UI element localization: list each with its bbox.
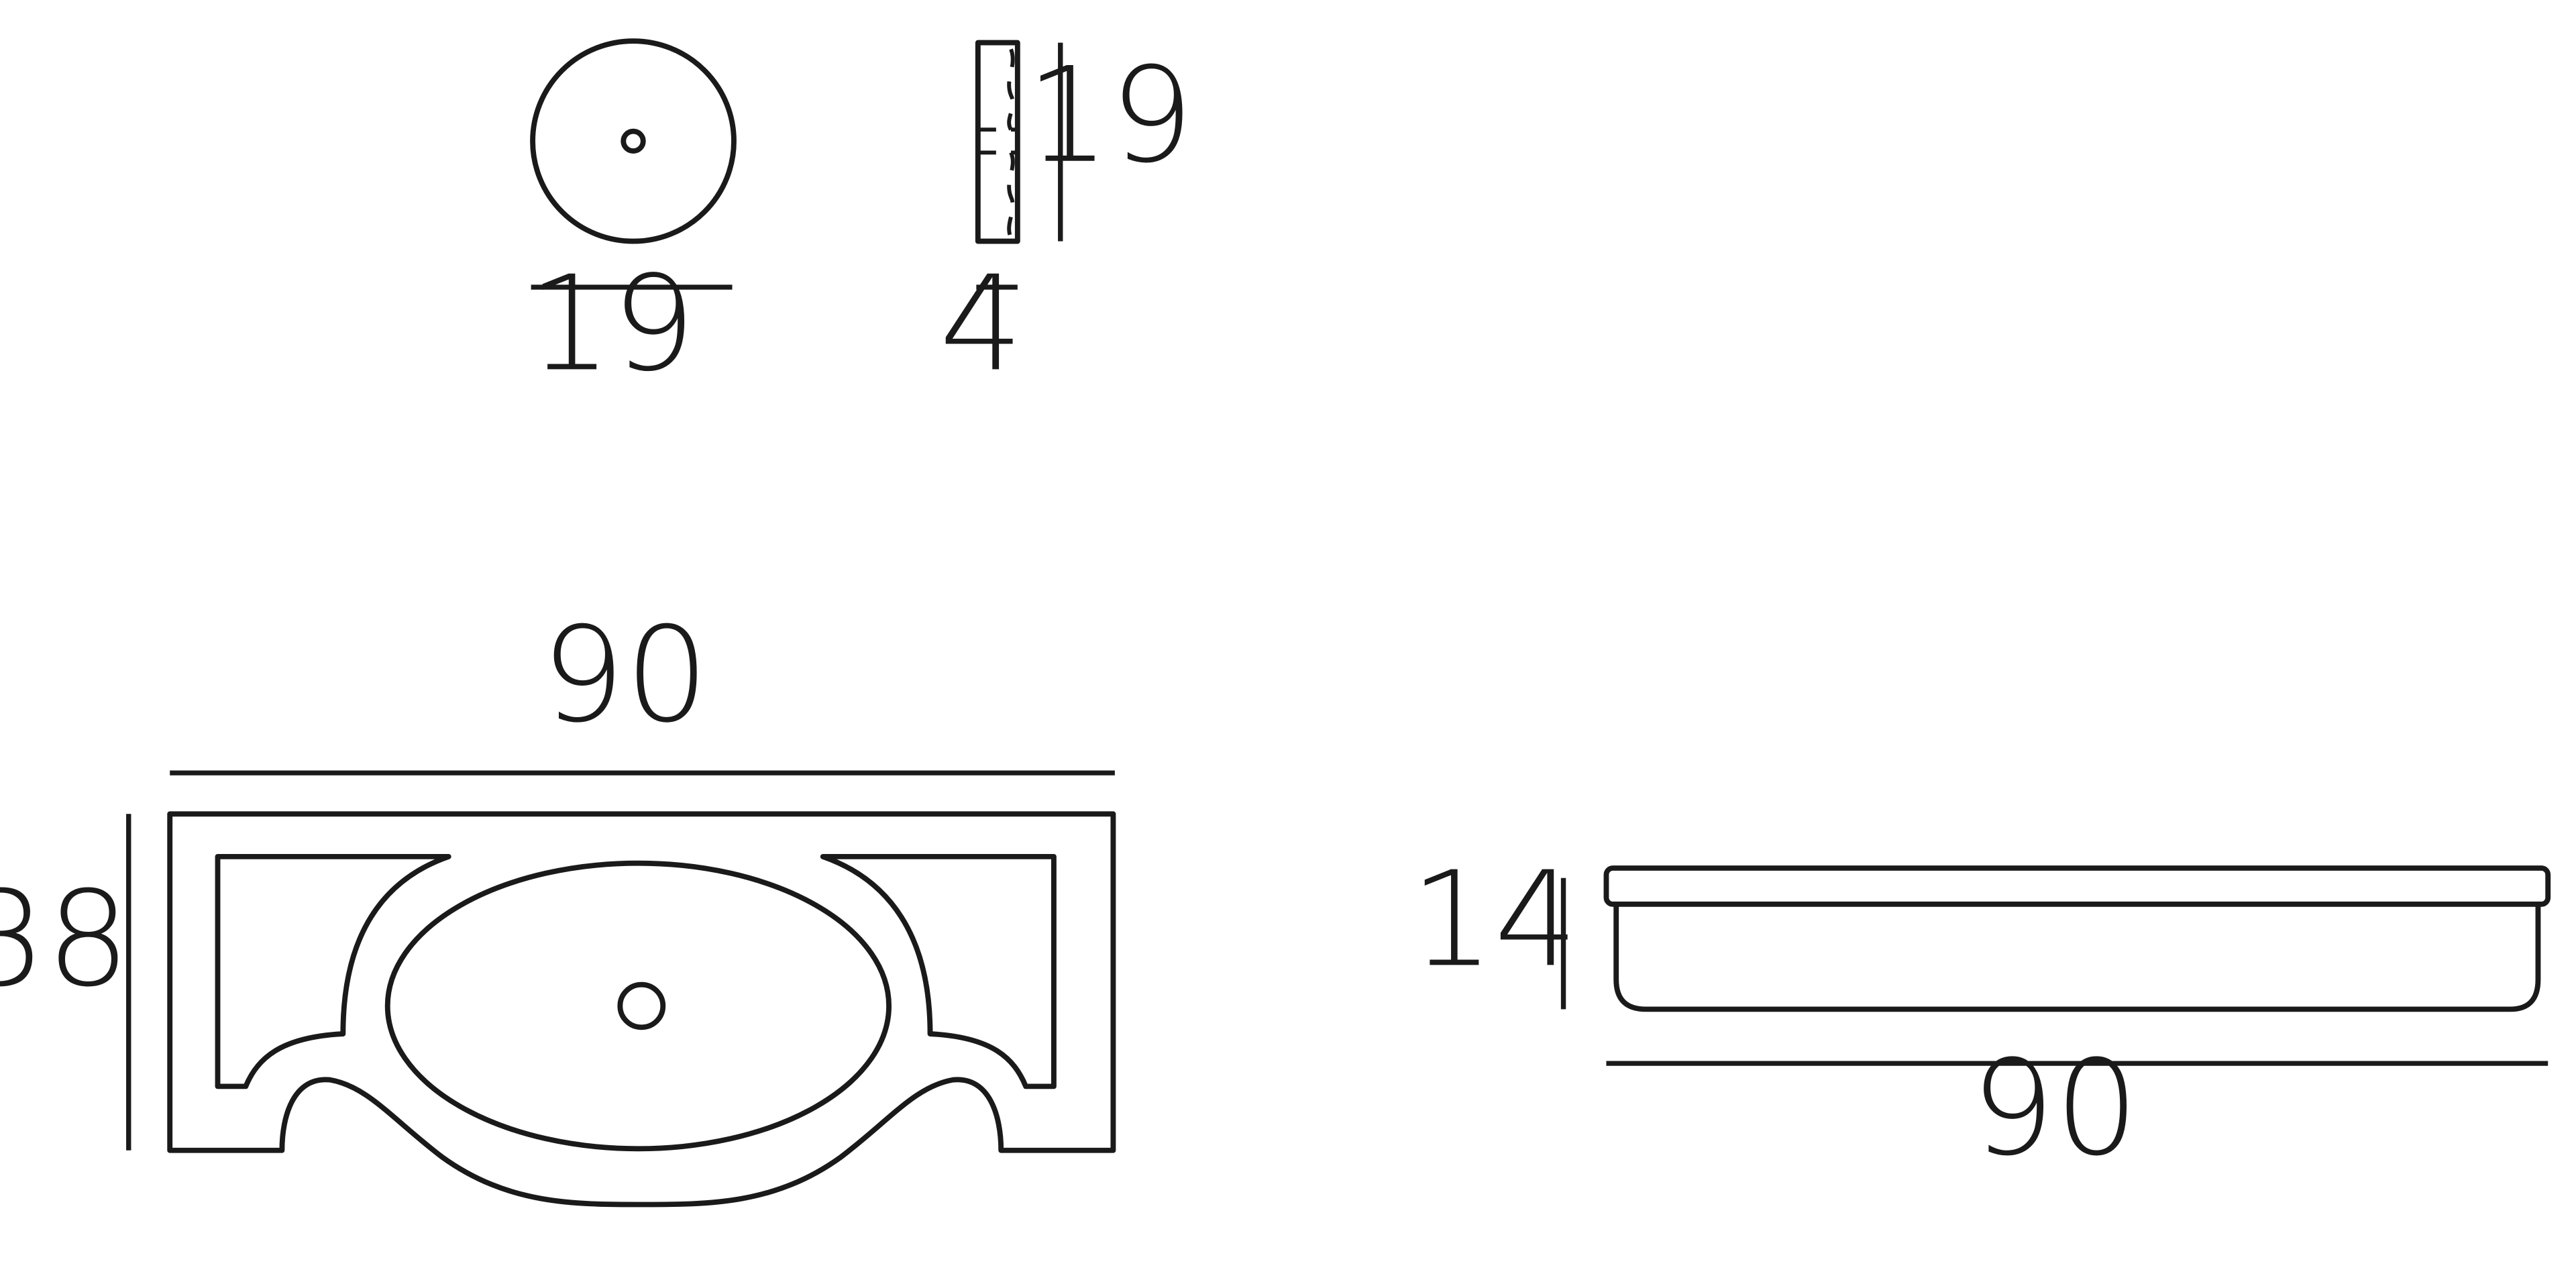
drain-cap-outline (530, 38, 737, 244)
basin-top-view: 90 38 (0, 599, 1116, 1208)
drain-cap-side-view: 19 4 (939, 40, 1193, 401)
dim-label-cap-thickness: 4 (939, 248, 1023, 401)
basin-body (1613, 901, 2541, 1012)
basin-rim (1603, 865, 2551, 907)
basin-drain-hole (617, 981, 666, 1030)
drain-cap-top-view: 19 (528, 38, 737, 401)
hidden-thread-profile (1007, 48, 1015, 239)
basin-left-panel (215, 853, 451, 1089)
drain-cap-center-hole (621, 128, 646, 154)
basin-outer-contour (167, 811, 1116, 1208)
basin-right-panel (820, 853, 1057, 1089)
basin-bowl (384, 860, 892, 1152)
dim-label-basin-depth: 38 (0, 863, 130, 1016)
basin-side-view: 14 90 (1410, 844, 2551, 1185)
dim-label-basin-width-side: 90 (1971, 1032, 2139, 1185)
drain-cap-side-outline (975, 40, 1020, 244)
dim-label-basin-height: 14 (1410, 844, 1578, 996)
dim-label-basin-width-top: 90 (541, 599, 709, 751)
dim-label-cap-height: 19 (1026, 40, 1193, 192)
dim-label-cap-diameter: 19 (528, 248, 696, 401)
